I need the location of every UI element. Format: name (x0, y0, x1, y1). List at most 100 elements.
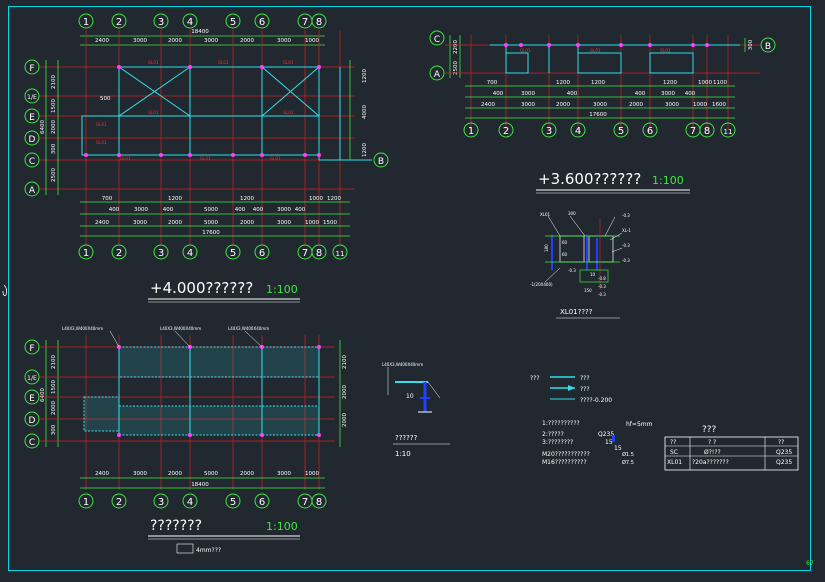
svg-text:GL01: GL01 (590, 48, 601, 53)
p3-bot-2: 2 (116, 497, 122, 508)
p1-bot-8: 8 (316, 248, 322, 259)
p1-b2-6: 400 (253, 207, 264, 213)
d1-l15: -1(20X400) (530, 282, 553, 287)
p3-dim-1: 2400 (95, 471, 109, 477)
p2-bot-7: 7 (690, 126, 696, 137)
p1-b2-1: 400 (109, 207, 120, 213)
p2-bot-3: 3 (546, 126, 552, 137)
note-5: M16?????????? (542, 459, 587, 466)
p1-left-total: 6400 (40, 120, 46, 134)
p1-b3-8: 1500 (323, 220, 337, 226)
drawing-frame (8, 6, 811, 571)
svg-text:GL01: GL01 (148, 60, 159, 65)
p1-b2-2: 3000 (134, 207, 148, 213)
p1-top-5: 5 (230, 17, 236, 28)
svg-text:GL01: GL01 (120, 156, 131, 161)
p1-left-D: D (29, 135, 36, 145)
p3-bot-8: 8 (316, 497, 322, 508)
p3-dim-3: 2000 (168, 471, 182, 477)
p3-label-1: L40X3,W400X40mm (62, 326, 103, 331)
p2-r1-2: 1200 (556, 80, 570, 86)
p1-b1-4: 1000 (309, 196, 323, 202)
p1-b3-2: 3000 (133, 220, 147, 226)
table-r1-c3: Q235 (776, 449, 792, 456)
corner-mark: 67 (806, 560, 814, 567)
p1-left-F: F (29, 64, 34, 74)
p2-r3-4: 3000 (593, 102, 607, 108)
p1-b3-4: 5000 (204, 220, 218, 226)
d1-l13: 60 (562, 252, 568, 257)
cursor-hand-icon (2, 284, 8, 296)
note-val1: Ø1.5 (622, 451, 634, 458)
p1-top-dim-6: 3000 (277, 38, 291, 44)
p3-left-E: E (29, 394, 35, 404)
p2-bubble-B: B (765, 42, 771, 52)
p2-r3-6: 3000 (665, 102, 679, 108)
p3-dim-7: 1000 (305, 471, 319, 477)
p3-left-1E: 1/E (27, 375, 37, 382)
p3-left-C: C (29, 438, 35, 448)
plan-roof: F 1/E E D C 2100 1500 2000 300 6400 2100… (24, 326, 348, 554)
legend-row-2: ??? (580, 386, 590, 393)
p1-callout: 500 (100, 96, 111, 102)
p3-legend-text: 4mm??? (196, 547, 221, 554)
d1-l5: -0.3 (622, 243, 630, 248)
table-r1-c1: SC (670, 449, 678, 456)
legend-row-1: ??? (580, 375, 590, 382)
p2-left-dim-2: 2500 (453, 61, 459, 75)
p1-top-dim-3: 2000 (168, 38, 182, 44)
p2-r2-1: 400 (493, 91, 504, 97)
p1-b2-7: 3000 (277, 207, 291, 213)
p3-label-2: L40X3,W400X40mm (160, 326, 201, 331)
p3-left-F: F (29, 344, 34, 354)
p3-bot-1: 1 (83, 497, 89, 508)
p1-b3-3: 2000 (168, 220, 182, 226)
p2-bot-4: 4 (575, 126, 581, 137)
table-r2-c1: XL01 (667, 459, 682, 466)
table-r1-c2: Ø?!?? (704, 449, 721, 456)
p1-b2-4: 5000 (204, 207, 218, 213)
p1-left-dim-3: 2000 (51, 120, 57, 134)
p2-r2-3: 400 (567, 91, 578, 97)
p3-bot-6: 6 (259, 497, 265, 508)
d1-l6: -0.3 (622, 258, 630, 263)
p2-r3-3: 2000 (556, 102, 570, 108)
p3-left-dim-1: 2100 (51, 355, 57, 369)
p2-left-A: A (434, 70, 441, 80)
p1-bot-11: 11 (336, 250, 345, 258)
p2-bot-6: 6 (647, 126, 653, 137)
p2-r3-5: 2000 (629, 102, 643, 108)
p2-bot-5: 5 (618, 126, 624, 137)
d1-l14: 10 (590, 272, 596, 277)
d1-l12: 60 (562, 240, 568, 245)
line-legend: ??? ??? ??? ????-0.200 (530, 375, 612, 404)
p2-r2-2: 3000 (521, 91, 535, 97)
d1-l8: -0.3 (598, 284, 606, 289)
p1-left-dim-1: 2100 (51, 75, 57, 89)
table-h-3: ?? (778, 439, 784, 446)
svg-text:GL01: GL01 (270, 156, 281, 161)
d1-l7: -0.8 (598, 276, 606, 281)
p1-left-dim-4: 300 (51, 143, 57, 154)
p1-bot-2: 2 (116, 248, 122, 259)
detail-xl01: XL01 300 -0.3 XL-1 -0.3 -0.3 -0.8 -0.3 -… (530, 211, 631, 319)
p3-dim-6: 3000 (277, 471, 291, 477)
p1-b3-7: 1000 (305, 220, 319, 226)
p1-top-2: 2 (116, 17, 122, 28)
p3-bot-5: 5 (230, 497, 236, 508)
p3-bot-4: 4 (187, 497, 193, 508)
p1-left-dim-5: 2500 (51, 168, 57, 182)
p1-top-7: 7 (302, 17, 308, 28)
d1-dim: 150 (584, 288, 592, 293)
p2-scale: 1:100 (652, 174, 684, 187)
p1-b2-8: 400 (295, 207, 306, 213)
legend-header: ??? (530, 375, 540, 382)
p3-title: ??????? (150, 518, 202, 534)
note-15a: 15 (605, 439, 613, 446)
p2-bot-8: 8 (704, 126, 710, 137)
p1-bot-4: 4 (187, 248, 193, 259)
p1-b2-3: 400 (163, 207, 174, 213)
notes: 1:?????????? hf=5mm 2:????? Q235 3:?????… (542, 420, 653, 466)
p3-bot-7: 7 (302, 497, 308, 508)
